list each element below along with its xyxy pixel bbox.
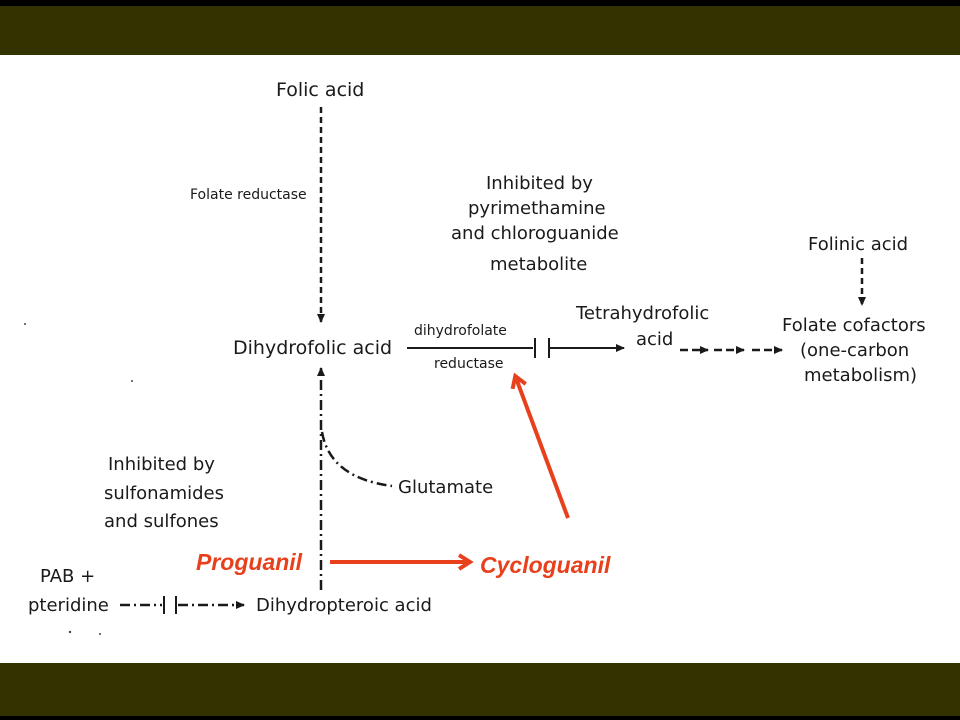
- inhibited-pyri-line-1: Inhibited by: [486, 173, 593, 194]
- tetrahydrofolic-line-1: Tetrahydrofolic: [575, 303, 709, 324]
- cycloguanil-to-dhfr-arrow: [516, 378, 570, 519]
- inhibited-pyri-line-3: and chloroguanide: [451, 223, 619, 244]
- tetrahydrofolic-line-2: acid: [636, 329, 673, 350]
- dhfr-bottom-label: reductase: [434, 356, 504, 372]
- inhibited-sulfa-line-3: and sulfones: [104, 511, 219, 532]
- inhibited-sulfa-line-2: sulfonamides: [104, 483, 224, 504]
- folic-acid-label: Folic acid: [276, 79, 364, 101]
- inhibited-sulfa-line-1: Inhibited by: [108, 454, 215, 475]
- glutamate-curve: [320, 431, 393, 488]
- inhibited-pyri-line-4: metabolite: [490, 254, 587, 275]
- top-band: [0, 0, 960, 55]
- dihydropteroic-acid-label: Dihydropteroic acid: [256, 595, 432, 616]
- folate-cofactors-line-2: (one-carbon: [800, 340, 909, 361]
- dihydrofolic-acid-label: Dihydrofolic acid: [233, 337, 392, 359]
- pab-line-2: pteridine: [28, 595, 109, 616]
- speck: [99, 633, 101, 635]
- pab-line-1: PAB +: [40, 566, 95, 587]
- proguanil-label: Proguanil: [196, 549, 303, 575]
- cycloguanil-label: Cycloguanil: [480, 552, 611, 578]
- glutamate-label: Glutamate: [398, 477, 493, 498]
- bottom-band: [0, 663, 960, 720]
- folinic-acid-label: Folinic acid: [808, 234, 908, 255]
- folate-cofactors-line-3: metabolism): [804, 365, 917, 386]
- speck: [24, 323, 26, 325]
- inhibited-pyri-line-2: pyrimethamine: [468, 198, 606, 219]
- folate-cofactors-line-1: Folate cofactors: [782, 315, 926, 336]
- speck: [68, 630, 72, 634]
- speck: [131, 380, 133, 382]
- folate-reductase-label: Folate reductase: [190, 187, 307, 203]
- dhfr-top-label: dihydrofolate: [414, 323, 507, 339]
